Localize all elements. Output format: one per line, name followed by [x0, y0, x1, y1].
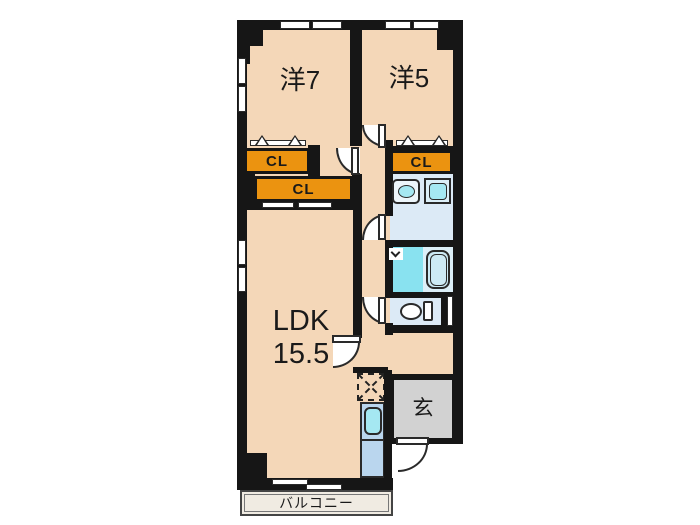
toilet-tank: [423, 301, 433, 321]
balcony-sliding-door: [272, 479, 308, 485]
closet-label: CL: [410, 153, 433, 171]
balcony-area: バルコニー: [240, 490, 393, 516]
door-leaf: [378, 124, 386, 148]
toilet-side-vent: [447, 296, 453, 326]
door-leaf: [378, 297, 386, 324]
pillar-top-left-step: [237, 20, 250, 64]
bathtub-icon: [426, 250, 450, 289]
door-leaf: [351, 147, 359, 175]
wall-hall-left-upper: [352, 174, 362, 208]
window: [385, 21, 411, 29]
closet-bedroom2: CL: [390, 150, 453, 174]
closet-label: CL: [292, 180, 315, 198]
wall-toilet-bottom: [385, 325, 463, 333]
bathtub-inner: [430, 254, 447, 286]
sliding-door-track: [298, 202, 332, 208]
balcony-inner-rail: バルコニー: [244, 494, 389, 512]
door-leaf: [332, 335, 361, 343]
closet-label: CL: [266, 152, 288, 170]
window: [312, 21, 342, 29]
wall-bath-toilet: [385, 292, 463, 298]
washing-machine-drum: [429, 183, 447, 200]
wall-fridge-top: [353, 367, 388, 373]
window: [413, 21, 439, 29]
wall-sanitary-left-a: [385, 140, 393, 216]
sliding-door-track: [250, 140, 306, 146]
window: [238, 267, 246, 292]
closet-hall: CL: [254, 176, 353, 202]
sink-basin: [398, 185, 415, 198]
entrance-door-edge: [396, 437, 429, 445]
ldk-name: LDK: [272, 305, 330, 337]
pillar-top-right: [437, 20, 463, 50]
window: [280, 21, 310, 29]
balcony-label: バルコニー: [279, 494, 354, 511]
wall-washroom-bath: [385, 240, 463, 247]
entrance-label: 玄: [412, 396, 434, 420]
washing-machine-icon: [424, 178, 451, 204]
door-leaf: [378, 214, 386, 240]
sliding-door-marker-icon: [255, 135, 269, 145]
refrigerator-space-icon: [357, 373, 385, 401]
ldk-size: 15.5: [272, 338, 330, 371]
entrance-area: 玄: [388, 374, 458, 444]
window: [238, 58, 246, 84]
sink-icon: [392, 179, 420, 204]
sliding-door-marker-icon: [288, 135, 302, 145]
sliding-door-marker-icon: [432, 135, 446, 145]
toilet-icon: [400, 303, 422, 320]
bedroom2-label: 洋5: [388, 63, 430, 93]
ldk-label: LDK 15.5: [252, 305, 350, 372]
window: [238, 86, 246, 112]
wall-sanitary-left-b: [385, 240, 393, 297]
closet-bedroom1: CL: [244, 148, 310, 174]
sliding-door-marker-icon: [401, 135, 415, 145]
sliding-door-track: [262, 202, 294, 208]
sliding-door-track: [396, 140, 448, 146]
balcony-sliding-door: [306, 484, 342, 490]
wall-bedroom-divider: [350, 20, 362, 146]
kitchen-counter-divider: [360, 439, 385, 441]
wall-bedroom2-bottom: [388, 146, 463, 152]
wall-toilet-right: [441, 295, 447, 327]
window: [238, 240, 246, 265]
folding-door-chevron: [390, 247, 401, 258]
wall-closet-gap: [308, 145, 320, 178]
wall-hall-left-lower: [353, 210, 362, 338]
wall-right: [453, 20, 463, 444]
folding-door-icon: [389, 247, 403, 260]
kitchen-sink-icon: [364, 407, 382, 435]
bedroom1-label: 洋7: [279, 65, 321, 95]
pillar-bottom-left: [237, 453, 267, 480]
wall-left-block: [237, 172, 255, 204]
